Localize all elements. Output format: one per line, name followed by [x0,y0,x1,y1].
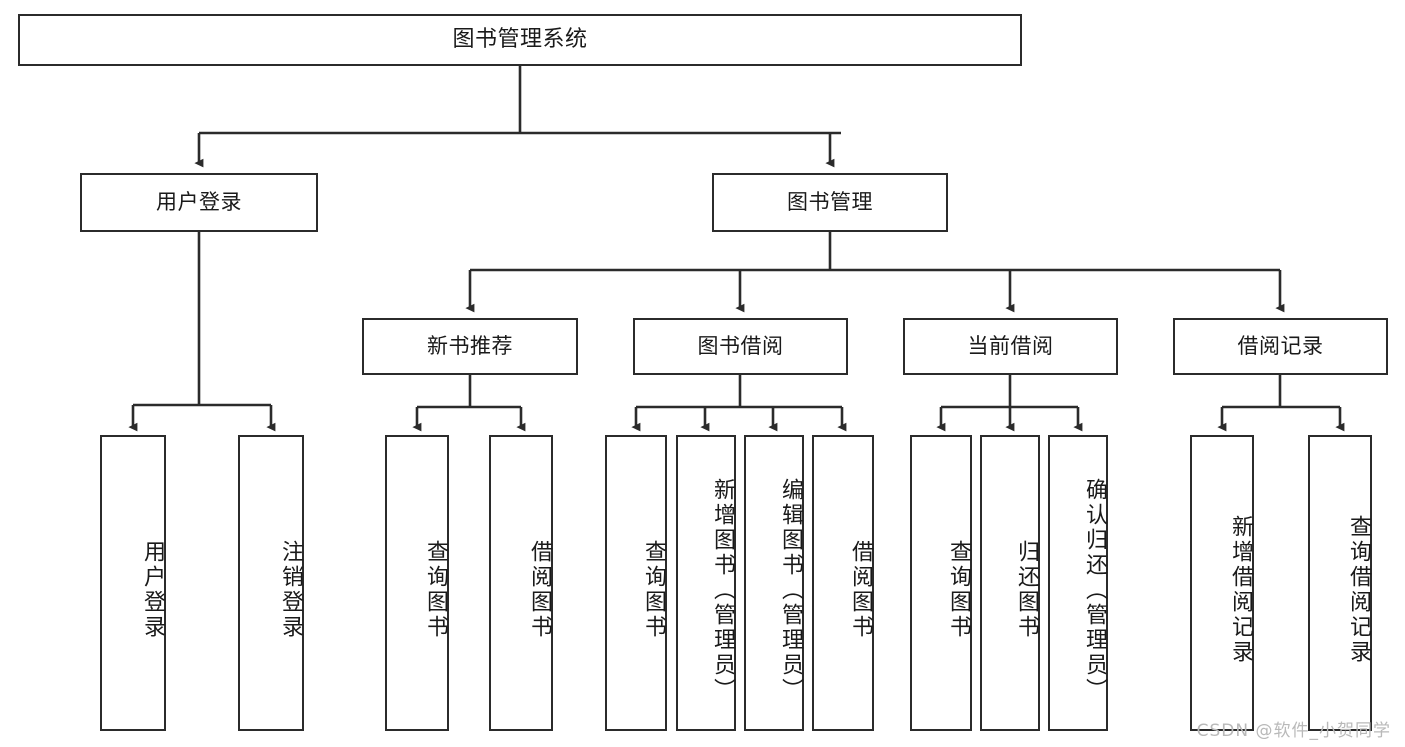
node-label: 查询图书 [641,540,666,640]
node-label: 借阅图书 [848,540,873,640]
leaf-logout[interactable]: 注销登录 [238,435,304,731]
node-label: 确认归还（管理员） [1082,477,1107,703]
node-label: 当前借阅 [967,333,1054,358]
leaf-user-login[interactable]: 用户登录 [100,435,166,731]
node-new-book-recommend[interactable]: 新书推荐 [362,318,578,375]
node-label: 借阅记录 [1237,333,1324,358]
leaf-query-borrow-record[interactable]: 查询借阅记录 [1308,435,1372,731]
node-label: 查询图书 [423,540,448,640]
node-label: 图书管理系统 [452,26,588,52]
node-root-library-system[interactable]: 图书管理系统 [18,14,1022,66]
node-label: 查询图书 [946,540,971,640]
node-label: 用户登录 [156,189,242,214]
node-label: 新增图书（管理员） [710,477,735,703]
leaf-confirm-return-admin[interactable]: 确认归还（管理员） [1048,435,1108,731]
node-book-management[interactable]: 图书管理 [712,173,948,232]
leaf-borrow-book[interactable]: 借阅图书 [812,435,874,731]
csdn-watermark: CSDN @软件_小贺同学 [1196,721,1391,741]
node-current-borrow[interactable]: 当前借阅 [903,318,1118,375]
node-label: 用户登录 [140,540,165,640]
node-label: 编辑图书（管理员） [778,477,803,703]
node-borrow-record[interactable]: 借阅记录 [1173,318,1388,375]
node-label: 注销登录 [278,540,303,640]
node-label: 借阅图书 [527,540,552,640]
node-label: 查询借阅记录 [1346,515,1371,665]
node-label: 图书管理 [787,189,873,214]
leaf-return-book[interactable]: 归还图书 [980,435,1040,731]
leaf-add-borrow-record[interactable]: 新增借阅记录 [1190,435,1254,731]
leaf-edit-book-admin[interactable]: 编辑图书（管理员） [744,435,804,731]
leaf-add-book-admin[interactable]: 新增图书（管理员） [676,435,736,731]
leaf-query-book-recommend[interactable]: 查询图书 [385,435,449,731]
node-book-borrow[interactable]: 图书借阅 [633,318,848,375]
leaf-query-book-current[interactable]: 查询图书 [910,435,972,731]
leaf-borrow-book-recommend[interactable]: 借阅图书 [489,435,553,731]
node-user-login[interactable]: 用户登录 [80,173,318,232]
node-label: 归还图书 [1014,540,1039,640]
node-label: 新书推荐 [427,333,513,358]
node-label: 新增借阅记录 [1228,515,1253,665]
node-label: 图书借阅 [697,333,784,358]
leaf-query-book-borrow[interactable]: 查询图书 [605,435,667,731]
